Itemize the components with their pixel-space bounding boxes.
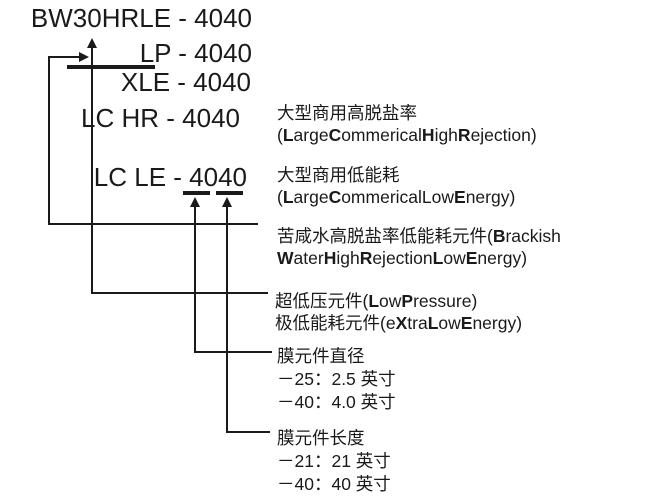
up-arrow-diameter-icon (190, 197, 200, 207)
model-bw30hrle: BW30HRLE - 4040 (30, 3, 252, 33)
model-xle: XLE - 4040 (120, 67, 251, 97)
callout-diameter: 膜元件直径 －25：2.5 英寸 －40：4.0 英寸 (277, 345, 396, 414)
callout-length-title: 膜元件长度 (277, 428, 365, 448)
callout-diameter-25: －25：2.5 英寸 (277, 369, 396, 389)
callout-diameter-title: 膜元件直径 (277, 346, 365, 366)
annotation-lchr-en: (LargeCommericalHighRejection) (277, 125, 537, 145)
callout-length-21: －21：21 英寸 (277, 451, 391, 471)
model-lcle: LC LE - 4040 (93, 162, 247, 192)
vertical-connector-diameter (194, 205, 196, 353)
right-arrow-icon (79, 52, 89, 62)
annotation-lcle: 大型商用低能耗 (LargeCommericalLowEnergy) (277, 164, 515, 208)
callout-length: 膜元件长度 －21：21 英寸 －40：40 英寸 (277, 427, 391, 496)
annotation-lchr-zh: 大型商用高脱盐率 (277, 103, 417, 123)
bracket-top-line (48, 56, 80, 58)
model-lchr: LC HR - 4040 (81, 103, 240, 133)
vertical-connector-hrle (91, 45, 93, 294)
callout-brackish-line1: 苦咸水高脱盐率低能耗元件(Brackish (277, 226, 561, 246)
bracket-vertical-line (48, 56, 50, 225)
annotation-lchr: 大型商用高脱盐率 (LargeCommericalHighRejection) (277, 102, 537, 146)
length-code-underline (216, 191, 243, 195)
callout-lowpressure-line: 超低压元件(LowPressure) (275, 291, 478, 311)
diameter-code-underline (183, 191, 210, 195)
callout-brackish-line2: WaterHighRejectionLowEnergy) (277, 248, 528, 268)
callout-length-40: －40：40 英寸 (277, 474, 391, 494)
up-arrow-hrle-icon (87, 38, 97, 48)
connector-lowpressure (91, 292, 268, 294)
up-arrow-length-icon (222, 197, 232, 207)
callout-diameter-40: －40：4.0 英寸 (277, 392, 396, 412)
connector-diameter (194, 351, 272, 353)
annotation-lcle-en: (LargeCommericalLowEnergy) (277, 187, 516, 207)
vertical-connector-length (226, 205, 228, 433)
connector-length (226, 431, 270, 433)
lp-underline-bar (67, 65, 155, 69)
model-lp: LP - 4040 (139, 38, 252, 68)
callout-xle-line: 极低能耗元件(eXtraLowEnergy) (275, 313, 523, 333)
callout-pressure-energy: 超低压元件(LowPressure) 极低能耗元件(eXtraLowEnergy… (275, 290, 522, 334)
connector-brackish (48, 223, 258, 225)
callout-brackish: 苦咸水高脱盐率低能耗元件(Brackish WaterHighRejection… (277, 225, 561, 269)
annotation-lcle-zh: 大型商用低能耗 (277, 165, 400, 185)
